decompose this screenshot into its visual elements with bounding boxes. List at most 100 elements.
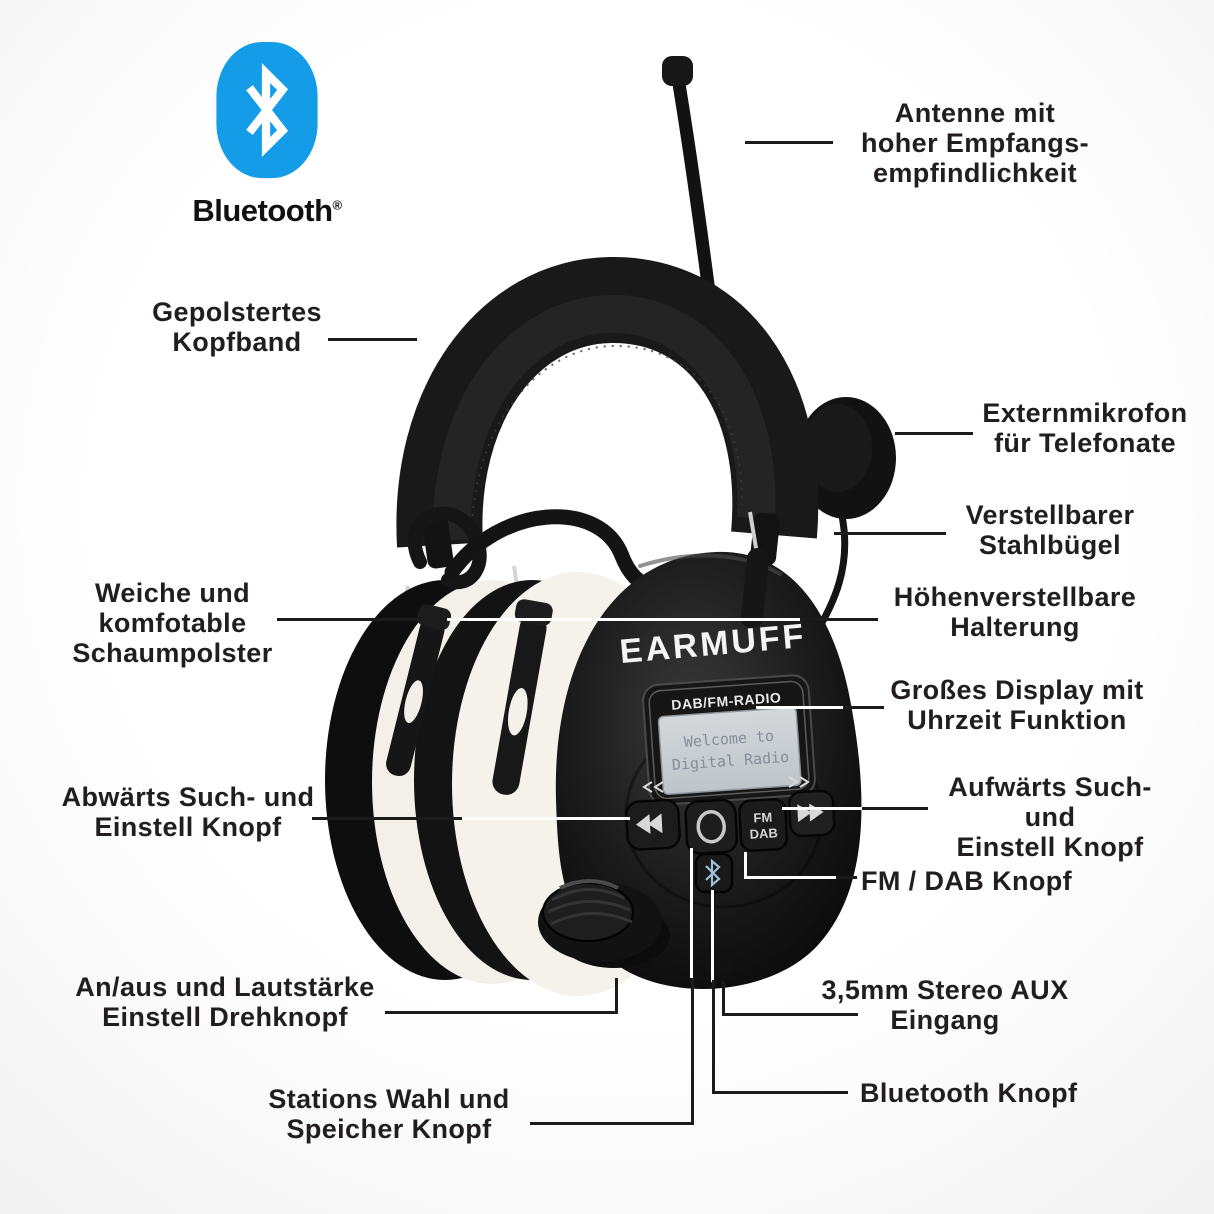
headband-left-post <box>422 517 454 569</box>
holder-bar-right <box>740 548 770 628</box>
down-button-label-line: Einstell Knopf <box>94 812 282 842</box>
callout-line-fmdab-over-product <box>744 876 836 879</box>
foam-pads-label-line: komfotable <box>98 608 247 638</box>
aux-label-line: Eingang <box>890 1005 1000 1035</box>
fm-dab-button <box>738 798 789 852</box>
wire-loop-left <box>407 506 487 589</box>
bluetooth-logo: Bluetooth® <box>192 40 342 229</box>
callout-line-fmdab <box>836 876 857 879</box>
display-title: DAB/FM-RADIO <box>671 689 782 713</box>
callout-line-fmdab-vertical <box>744 852 747 878</box>
steel-wire-right <box>748 511 759 555</box>
callout-label-up-button: Aufwärts Such- und Einstell Knopf <box>919 772 1181 862</box>
callout-line-foam-pads <box>277 618 447 621</box>
registered-mark: ® <box>332 197 343 213</box>
callout-label-bluetooth-button: Bluetooth Knopf <box>860 1078 1120 1108</box>
height-holder-right <box>492 599 553 795</box>
callout-label-microphone: Externmikrofon für Telefonate <box>955 398 1214 458</box>
callout-label-steel-bracket: Verstellbarer Stahlbügel <box>920 500 1180 560</box>
bluetooth-button-label-line: Bluetooth Knopf <box>860 1078 1078 1108</box>
knob-highlight <box>559 879 619 890</box>
volume-knob <box>538 879 670 968</box>
antenna-label-line: hoher Empfangs- <box>860 128 1089 158</box>
height-holder-left <box>386 604 452 777</box>
down-button-label-line: Abwärts Such- und <box>61 782 315 812</box>
callout-line-height-adjust <box>800 618 878 621</box>
height-adjust-label-line: Höhenverstellbare <box>893 582 1137 612</box>
callout-line-aux-vertical <box>722 981 725 1016</box>
down-arrows-icon <box>636 813 663 834</box>
headband-stitching <box>470 344 744 541</box>
callout-label-display: Großes Display mit Uhrzeit Funktion <box>886 675 1148 735</box>
callout-line-display-over-product <box>756 706 843 709</box>
fm-dab-button-label-1: FM <box>753 810 773 826</box>
callout-label-antenna: Antenne mit hoher Empfangs- empfindlichk… <box>835 98 1115 188</box>
callout-label-down-button: Abwärts Such- und Einstell Knopf <box>48 782 328 842</box>
station-label-line: Speicher Knopf <box>286 1114 492 1144</box>
callout-line-microphone <box>895 432 973 435</box>
bluetooth-rune <box>246 63 289 158</box>
headband-sheen <box>432 294 776 541</box>
microphone-label-line: Externmikrofon <box>982 398 1188 428</box>
callout-label-headband: Gepolstertes Kopfband <box>107 297 367 357</box>
callout-line-down-button-over-product <box>462 817 630 820</box>
microphone-label-line: für Telefonate <box>993 428 1177 458</box>
steel-bracket-label-line: Stahlbügel <box>978 530 1121 560</box>
callout-line-antenna <box>745 141 833 144</box>
lcd-screen <box>657 706 802 796</box>
power-volume-label-line: An/aus und Lautstärke <box>75 972 375 1002</box>
callout-label-foam-pads: Weiche und komfotable Schaumpolster <box>45 578 300 668</box>
height-adjust-label-line: Halterung <box>950 612 1080 642</box>
callout-line-bt <box>712 1091 848 1094</box>
knob-ribs <box>547 888 633 926</box>
callout-line-display <box>843 706 884 709</box>
callout-label-power-volume: An/aus und Lautstärke Einstell Drehknopf <box>60 972 390 1032</box>
fm-dab-button-label-2: DAB <box>749 825 778 841</box>
callout-line-aux <box>722 1013 858 1016</box>
display-bezel-edge <box>648 680 810 800</box>
callout-line-power-vertical <box>615 978 618 1014</box>
callout-line-foam-pads-over-product <box>447 618 800 621</box>
callout-line-bt-vertical <box>712 980 715 1094</box>
power-volume-label-line: Einstell Drehknopf <box>102 1002 348 1032</box>
bluetooth-icon <box>216 41 318 179</box>
display-label-line: Uhrzeit Funktion <box>907 705 1127 735</box>
steel-bracket-label-line: Verstellbarer <box>965 500 1135 530</box>
callout-label-station: Stations Wahl und Speicher Knopf <box>258 1084 520 1144</box>
bluetooth-button-icon <box>705 858 721 888</box>
antenna-tip <box>662 56 693 86</box>
callout-label-fmdab: FM / DAB Knopf <box>861 866 1121 896</box>
callout-line-up-button <box>862 807 928 810</box>
callout-line-station <box>530 1122 694 1125</box>
microphone-foam-highlight <box>804 404 872 492</box>
antenna-label-line: empfindlichkeit <box>872 158 1078 188</box>
foam-pads-label-line: Schaumpolster <box>72 638 273 668</box>
bluetooth-logo-label: Bluetooth® <box>192 193 342 229</box>
aux-input-nub <box>704 946 732 973</box>
callout-line-steel-bracket <box>834 532 946 535</box>
display-label-line: Großes Display mit <box>890 675 1144 705</box>
forward-engraving-icon <box>788 776 810 788</box>
callout-line-bt-over-product <box>711 890 714 982</box>
headband-label-line: Kopfband <box>172 327 302 357</box>
fmdab-label-line: FM / DAB Knopf <box>861 866 1073 896</box>
bluetooth-logo-text: Bluetooth <box>192 193 333 228</box>
callout-line-station-vertical <box>691 978 694 1125</box>
callout-line-up-button-over-product <box>782 807 862 810</box>
headband-label-line: Gepolstertes <box>152 297 322 327</box>
antenna-label-line: Antenne mit <box>894 98 1056 128</box>
station-label-line: Stations Wahl und <box>268 1084 510 1114</box>
callout-line-station-over-product <box>690 848 693 978</box>
station-select-button <box>684 798 739 855</box>
aux-label-line: 3,5mm Stereo AUX <box>821 975 1069 1005</box>
station-circle-icon <box>696 809 726 844</box>
rewind-engraving-icon <box>642 781 664 793</box>
callout-label-height-adjust: Höhenverstellbare Halterung <box>884 582 1146 642</box>
callout-line-down-button <box>312 817 462 820</box>
foam-pads-label-line: Weiche und <box>94 578 251 608</box>
button-row: FM DAB <box>625 789 836 855</box>
up-button-label-line: Einstell Knopf <box>956 832 1144 862</box>
callout-label-aux: 3,5mm Stereo AUX Eingang <box>815 975 1075 1035</box>
